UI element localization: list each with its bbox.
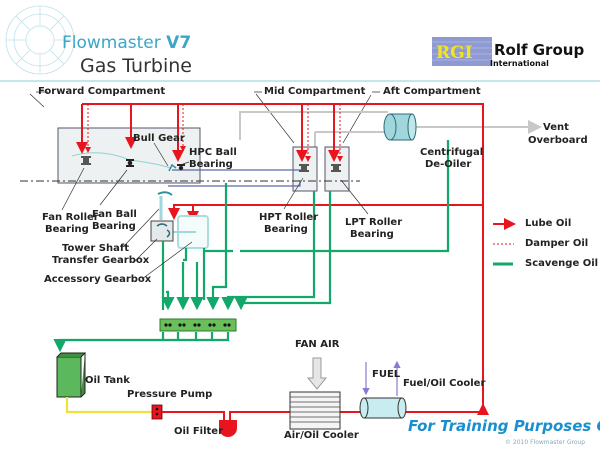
label-fan-ball-bearing: Fan Ball [92, 209, 137, 220]
label-hpt-roller-bearing-2: Bearing [264, 224, 308, 235]
legend: Lube Oil Damper Oil Scavenge Oil [493, 218, 598, 269]
fan-roller-bearing-icon [81, 156, 91, 165]
training-notice: For Training Purposes Only [408, 417, 600, 435]
label-fan-ball-bearing-2: Bearing [92, 221, 136, 232]
lube-oil-lines [76, 103, 484, 405]
label-accessory-gearbox: Accessory Gearbox [44, 274, 152, 285]
leader-line [29, 91, 48, 108]
page-subtitle: Gas Turbine [80, 55, 192, 77]
scavenge-oil-lines [53, 140, 450, 353]
label-lpt-roller-bearing: LPT Roller [345, 217, 402, 228]
air-oil-cooler-icon [289, 391, 341, 430]
legend-label-damper-oil: Damper Oil [525, 238, 588, 249]
label-lpt-roller-bearing-2: Bearing [350, 229, 394, 240]
bull-gear-icon [168, 163, 177, 172]
fan-ball-bearing-icon [126, 159, 134, 167]
svg-text:International: International [490, 59, 549, 68]
label-centrifugal-deoiler-2: De-Oiler [425, 159, 471, 170]
label-oil-filter: Oil Filter [174, 426, 223, 437]
label-hpt-roller-bearing: HPT Roller [259, 212, 318, 223]
label-hpc-ball-bearing-2: Bearing [189, 159, 233, 170]
vent-lines [239, 111, 542, 150]
label-oil-tank: Oil Tank [85, 375, 130, 386]
label-vent-overboard: Vent [543, 122, 569, 133]
label-tower-shaft-2: Transfer Gearbox [52, 255, 150, 266]
label-mid-compartment: Mid Compartment [264, 86, 366, 97]
label-air-oil-cooler: Air/Oil Cooler [284, 430, 359, 441]
copyright-notice: © 2010 Flowmaster Group [505, 439, 585, 446]
label-fan-roller-bearing-2: Bearing [45, 224, 89, 235]
label-fuel: FUEL [372, 369, 401, 380]
oil-filter-icon [219, 420, 237, 437]
pressure-pump-icon [151, 404, 163, 420]
label-fan-air: FAN AIR [295, 339, 340, 350]
app-title: Flowmaster V7 [62, 33, 191, 53]
label-vent-overboard-2: Overboard [528, 135, 588, 146]
label-hpc-ball-bearing: HPC Ball [189, 147, 237, 158]
label-centrifugal-deoiler: Centrifugal [420, 147, 483, 158]
label-pressure-pump: Pressure Pump [127, 389, 212, 400]
label-bull-gear: Bull Gear [133, 133, 185, 144]
svg-text:RGI: RGI [436, 43, 473, 63]
fan-air-arrow-icon [306, 357, 328, 390]
centrifugal-deoiler-icon [383, 113, 417, 141]
label-forward-compartment: Forward Compartment [38, 86, 165, 97]
oil-tank-icon [56, 352, 87, 398]
label-aft-compartment: Aft Compartment [383, 86, 481, 97]
damper-oil-lines [85, 104, 343, 162]
label-tower-shaft: Tower Shaft [62, 243, 129, 254]
label-fan-roller-bearing: Fan Roller [42, 212, 99, 223]
hpt-roller-bearing-icon [299, 164, 309, 172]
company-logo: RGI Rolf Group International [432, 37, 584, 68]
supply-line [65, 397, 152, 414]
lpt-roller-bearing-icon [331, 164, 341, 172]
hpc-ball-bearing-icon [177, 164, 185, 171]
scavenge-pump-block [159, 318, 237, 332]
label-fuel-oil-cooler: Fuel/Oil Cooler [403, 378, 485, 389]
turbine-logo-icon [5, 5, 75, 75]
legend-label-scavenge-oil: Scavenge Oil [525, 258, 598, 269]
legend-label-lube-oil: Lube Oil [525, 218, 571, 229]
fuel-oil-cooler-icon [359, 397, 407, 419]
svg-text:Rolf Group: Rolf Group [494, 41, 584, 59]
